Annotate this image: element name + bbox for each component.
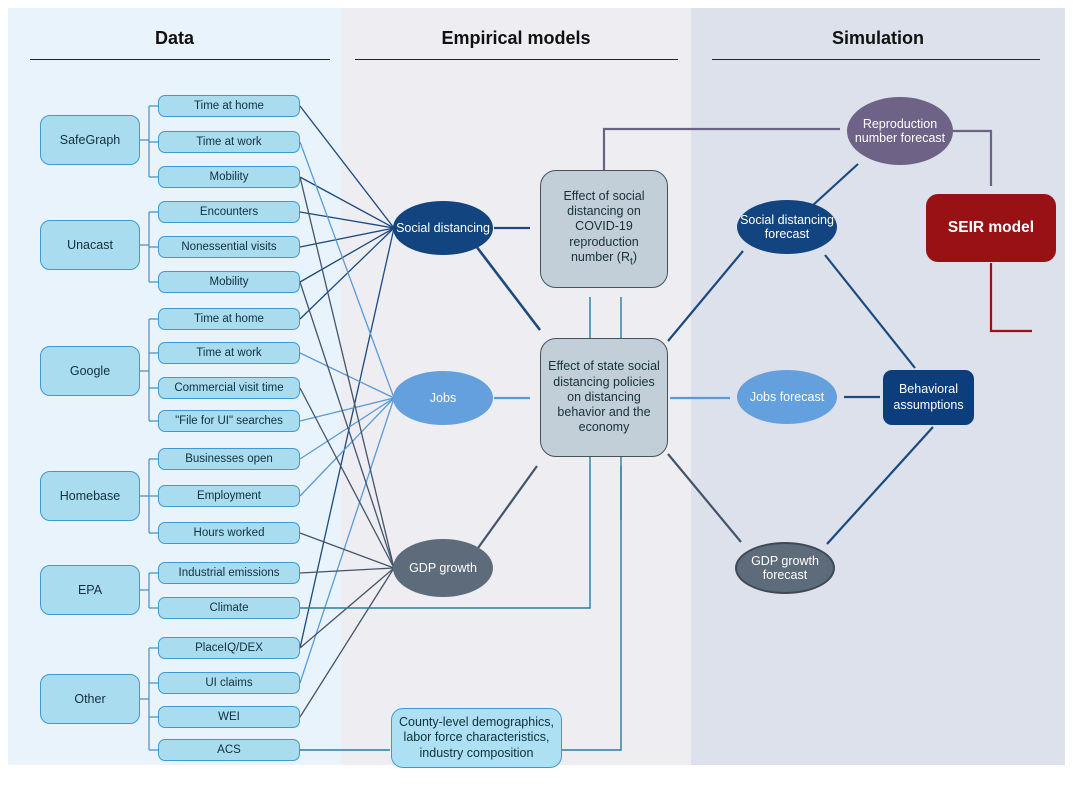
simulation-column-title: Simulation: [831, 28, 924, 48]
item-box-businesses-open: Businesses open: [158, 448, 300, 470]
item-box-hours-worked: Hours worked: [158, 522, 300, 544]
item-box-sg-time-at-work: Time at work: [158, 131, 300, 153]
edge-social-forecast-reproduction: [811, 163, 859, 207]
item-box-un-mobility: Mobility: [158, 271, 300, 293]
box-rt-effect: Effect of social distancing on COVID-19 …: [540, 170, 668, 288]
edge-state-box-social-forecast: [667, 250, 744, 342]
source-box-safegraph: SafeGraph: [40, 115, 140, 165]
edge-un-mobility-social: [299, 227, 395, 283]
edge-businesses-jobs: [299, 397, 395, 460]
item-box-climate: Climate: [158, 597, 300, 619]
simulation-title-underline: [712, 59, 1040, 60]
item-box-g-time-at-home: Time at home: [158, 308, 300, 330]
edge-sg-home-social: [299, 105, 395, 229]
edge-state-box-gdp-forecast: [667, 453, 742, 543]
edge-google-items: [140, 318, 158, 422]
source-box-google: Google: [40, 346, 140, 396]
edge-rt-box-reproduction-forecast: [602, 127, 840, 170]
item-box-acs: ACS: [158, 739, 300, 761]
box-county-demographics: County-level demographics, labor force c…: [391, 708, 562, 768]
empirical-models-column-title: Empirical models: [441, 28, 591, 48]
edge-seir-output: [989, 263, 1032, 333]
edge-emissions-gdp: [299, 567, 395, 574]
edge-gdp-state-box: [477, 465, 538, 549]
edge-wei-gdp: [299, 567, 395, 718]
edge-unacast-items: [140, 211, 158, 283]
edge-g-home-social: [299, 227, 395, 320]
edge-placeiq-social: [299, 227, 395, 649]
source-box-homebase: Homebase: [40, 471, 140, 521]
ellipse-gdp-growth: GDP growth: [393, 539, 493, 597]
rt-subscript: t: [629, 256, 633, 268]
edge-other-items: [140, 647, 158, 751]
edge-social-state-box: [474, 245, 542, 331]
box-seir-model: SEIR model: [926, 194, 1056, 262]
item-box-g-time-at-work: Time at work: [158, 342, 300, 364]
edge-homebase-items: [140, 458, 158, 534]
ellipse-reproduction-number-forecast: Reproduction number forecast: [847, 97, 953, 165]
data-title-underline: [30, 59, 330, 60]
item-box-industrial-emissions: Industrial emissions: [158, 562, 300, 584]
rt-effect-text-close: ): [632, 249, 638, 264]
ellipse-social-distancing-forecast: Social distancing forecast: [737, 200, 837, 254]
box-behavioral-assumptions: Behavioral assumptions: [883, 370, 974, 425]
item-box-sg-mobility: Mobility: [158, 166, 300, 188]
ellipse-jobs: Jobs: [393, 371, 493, 425]
edge-sg-work-jobs: [299, 141, 395, 399]
edge-encounters-social: [299, 211, 395, 229]
ellipse-gdp-growth-forecast: GDP growth forecast: [735, 542, 835, 594]
box-state-policies-effect: Effect of state social distancing polici…: [540, 338, 668, 457]
edge-sg-mobility-gdp: [299, 176, 395, 569]
edge-epa-items: [140, 572, 158, 609]
ellipse-social-distancing: Social distancing: [393, 201, 493, 255]
source-box-unacast: Unacast: [40, 220, 140, 270]
edge-reproduction-seir: [953, 129, 993, 186]
edge-fileui-jobs: [299, 397, 395, 422]
source-box-other: Other: [40, 674, 140, 724]
item-box-placeiq-dex: PlaceIQ/DEX: [158, 637, 300, 659]
item-box-wei: WEI: [158, 706, 300, 728]
item-box-file-for-ui-searches: "File for UI" searches: [158, 410, 300, 432]
edge-un-mobility-gdp: [299, 281, 395, 569]
item-box-ui-claims: UI claims: [158, 672, 300, 694]
item-box-employment: Employment: [158, 485, 300, 507]
edge-g-work-jobs: [299, 352, 395, 399]
edge-employment-jobs: [299, 397, 395, 497]
edge-behavioral-social-forecast: [824, 254, 916, 369]
rt-effect-text: Effect of social distancing on COVID-19 …: [563, 188, 645, 264]
edge-behavioral-gdp-forecast: [826, 426, 934, 545]
edge-hours-gdp: [299, 532, 395, 569]
item-box-nonessential-visits: Nonessential visits: [158, 236, 300, 258]
item-box-encounters: Encounters: [158, 201, 300, 223]
data-column-title: Data: [154, 28, 194, 48]
item-box-sg-time-at-home: Time at home: [158, 95, 300, 117]
edge-safegraph-items: [140, 105, 158, 178]
empirical-title-underline: [355, 59, 678, 60]
ellipse-jobs-forecast: Jobs forecast: [737, 370, 837, 424]
edge-commercial-gdp: [299, 387, 395, 569]
item-box-commercial-visit-time: Commercial visit time: [158, 377, 300, 399]
source-box-epa: EPA: [40, 565, 140, 615]
